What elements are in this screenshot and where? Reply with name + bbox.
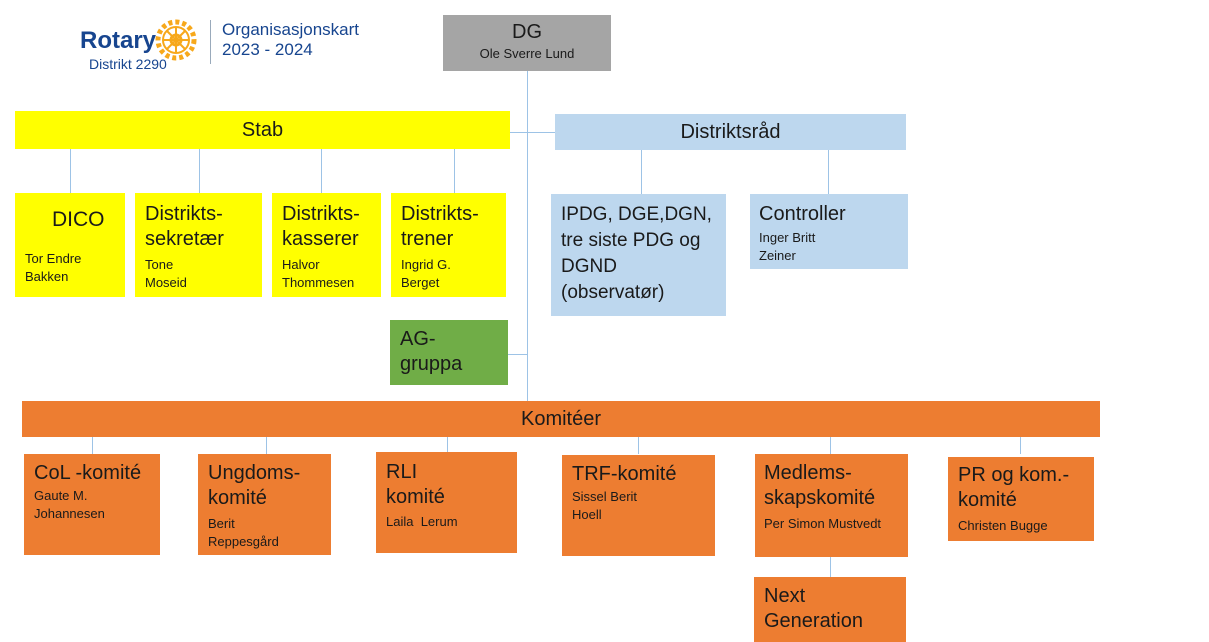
stab-bar: Stab [15, 111, 510, 149]
connector-distriktsrad [527, 132, 555, 133]
kasserer-name: Halvor Thommesen [282, 257, 355, 290]
stab-trener: Distrikts- trener Ingrid G. Berget [391, 193, 506, 297]
rotary-logo: Rotary Distrikt 2290 Organisasjonskart 2… [76, 16, 376, 76]
stab-dico: DICO Tor Endre Bakken [15, 193, 125, 297]
distriktsrad-label: Distriktsråd [680, 121, 781, 143]
stab-label: Stab [241, 119, 284, 141]
rotary-brand-text: Rotary [80, 27, 157, 54]
medlemskap-title: Medlems- skapskomité [764, 462, 876, 509]
komite-col: CoL -komité Gaute M. Johannesen [24, 454, 160, 555]
ipdg-title: IPDG, DGE,DGN, tre siste PDG og DGND (ob… [561, 204, 712, 303]
komite-pr: PR og kom.- komité Christen Bugge [948, 457, 1094, 541]
connector-ag [508, 354, 528, 355]
distriktsrad-bar: Distriktsråd [555, 114, 906, 150]
rad-ipdg: IPDG, DGE,DGN, tre siste PDG og DGND (ob… [551, 194, 726, 316]
rli-name: Laila Lerum [386, 514, 458, 529]
chart-title-line1: Organisasjonskart [222, 20, 360, 39]
komite-rli: RLI komité Laila Lerum [376, 452, 517, 553]
connector-kom-trf [638, 437, 639, 454]
ungdom-title: Ungdoms- komité [208, 462, 301, 509]
dg-box: DG Ole Sverre Lund [443, 15, 611, 71]
col-name: Gaute M. Johannesen [34, 488, 105, 521]
sekretaer-title: Distrikts- sekretær [145, 203, 224, 250]
connector-stab-dico [70, 149, 71, 193]
chart-title-line2: 2023 - 2024 [222, 40, 313, 59]
trf-name: Sissel Berit Hoell [572, 489, 638, 522]
connector-medlem-nextgen [830, 557, 831, 577]
rli-title: RLI komité [386, 461, 445, 508]
rad-controller: Controller Inger Britt Zeiner [750, 194, 908, 269]
next-generation: Next Generation [754, 577, 906, 642]
connector-stab-kasserer [321, 149, 322, 193]
col-title: CoL -komité [34, 462, 142, 484]
trf-title: TRF-komité [572, 463, 677, 485]
stab-kasserer: Distrikts- kasserer Halvor Thommesen [272, 193, 381, 297]
controller-name: Inger Britt Zeiner [759, 230, 816, 263]
trener-name: Ingrid G. Berget [401, 257, 451, 290]
dico-title: DICO [52, 208, 105, 231]
controller-title: Controller [759, 203, 846, 225]
next-generation-title: Next Generation [764, 585, 863, 632]
komiteer-bar: Komitéer [22, 401, 1100, 437]
ag-title: AG- gruppa [400, 328, 463, 375]
district-label: Distrikt 2290 [89, 56, 167, 72]
connector-kom-rli [447, 437, 448, 454]
komite-ungdom: Ungdoms- komité Berit Reppesgård [198, 454, 331, 555]
komiteer-label: Komitéer [520, 408, 602, 430]
komite-medlemskap: Medlems- skapskomité Per Simon Mustvedt [755, 454, 908, 557]
stab-sekretaer: Distrikts- sekretær Tone Moseid [135, 193, 262, 297]
connector-kom-pr [1020, 437, 1021, 454]
chart-title: Organisasjonskart 2023 - 2024 [222, 20, 359, 60]
dg-title: DG [512, 21, 542, 43]
connector-stab-sekretaer [199, 149, 200, 193]
connector-rad-controller [828, 150, 829, 194]
dg-name: Ole Sverre Lund [479, 46, 575, 61]
connector-kom-medlem [830, 437, 831, 454]
connector-kom-col [92, 437, 93, 454]
trener-title: Distrikts- trener [401, 203, 479, 250]
kasserer-title: Distrikts- kasserer [282, 203, 360, 250]
ungdom-name: Berit Reppesgård [208, 516, 279, 549]
logo-divider [210, 20, 211, 64]
connector-kom-ungdom [266, 437, 267, 454]
dico-name: Tor Endre Bakken [25, 251, 82, 284]
connector-main-spine [527, 71, 528, 401]
pr-name: Christen Bugge [958, 518, 1048, 533]
medlemskap-name: Per Simon Mustvedt [764, 516, 882, 531]
komite-trf: TRF-komité Sissel Berit Hoell [562, 455, 715, 556]
connector-stab [510, 132, 528, 133]
connector-stab-trener [454, 149, 455, 193]
connector-rad-ipdg [641, 150, 642, 194]
rotary-wheel-icon [155, 19, 197, 61]
sekretaer-name: Tone Moseid [145, 257, 187, 290]
pr-title: PR og kom.- komité [958, 464, 1070, 511]
ag-gruppa: AG- gruppa [390, 320, 508, 385]
